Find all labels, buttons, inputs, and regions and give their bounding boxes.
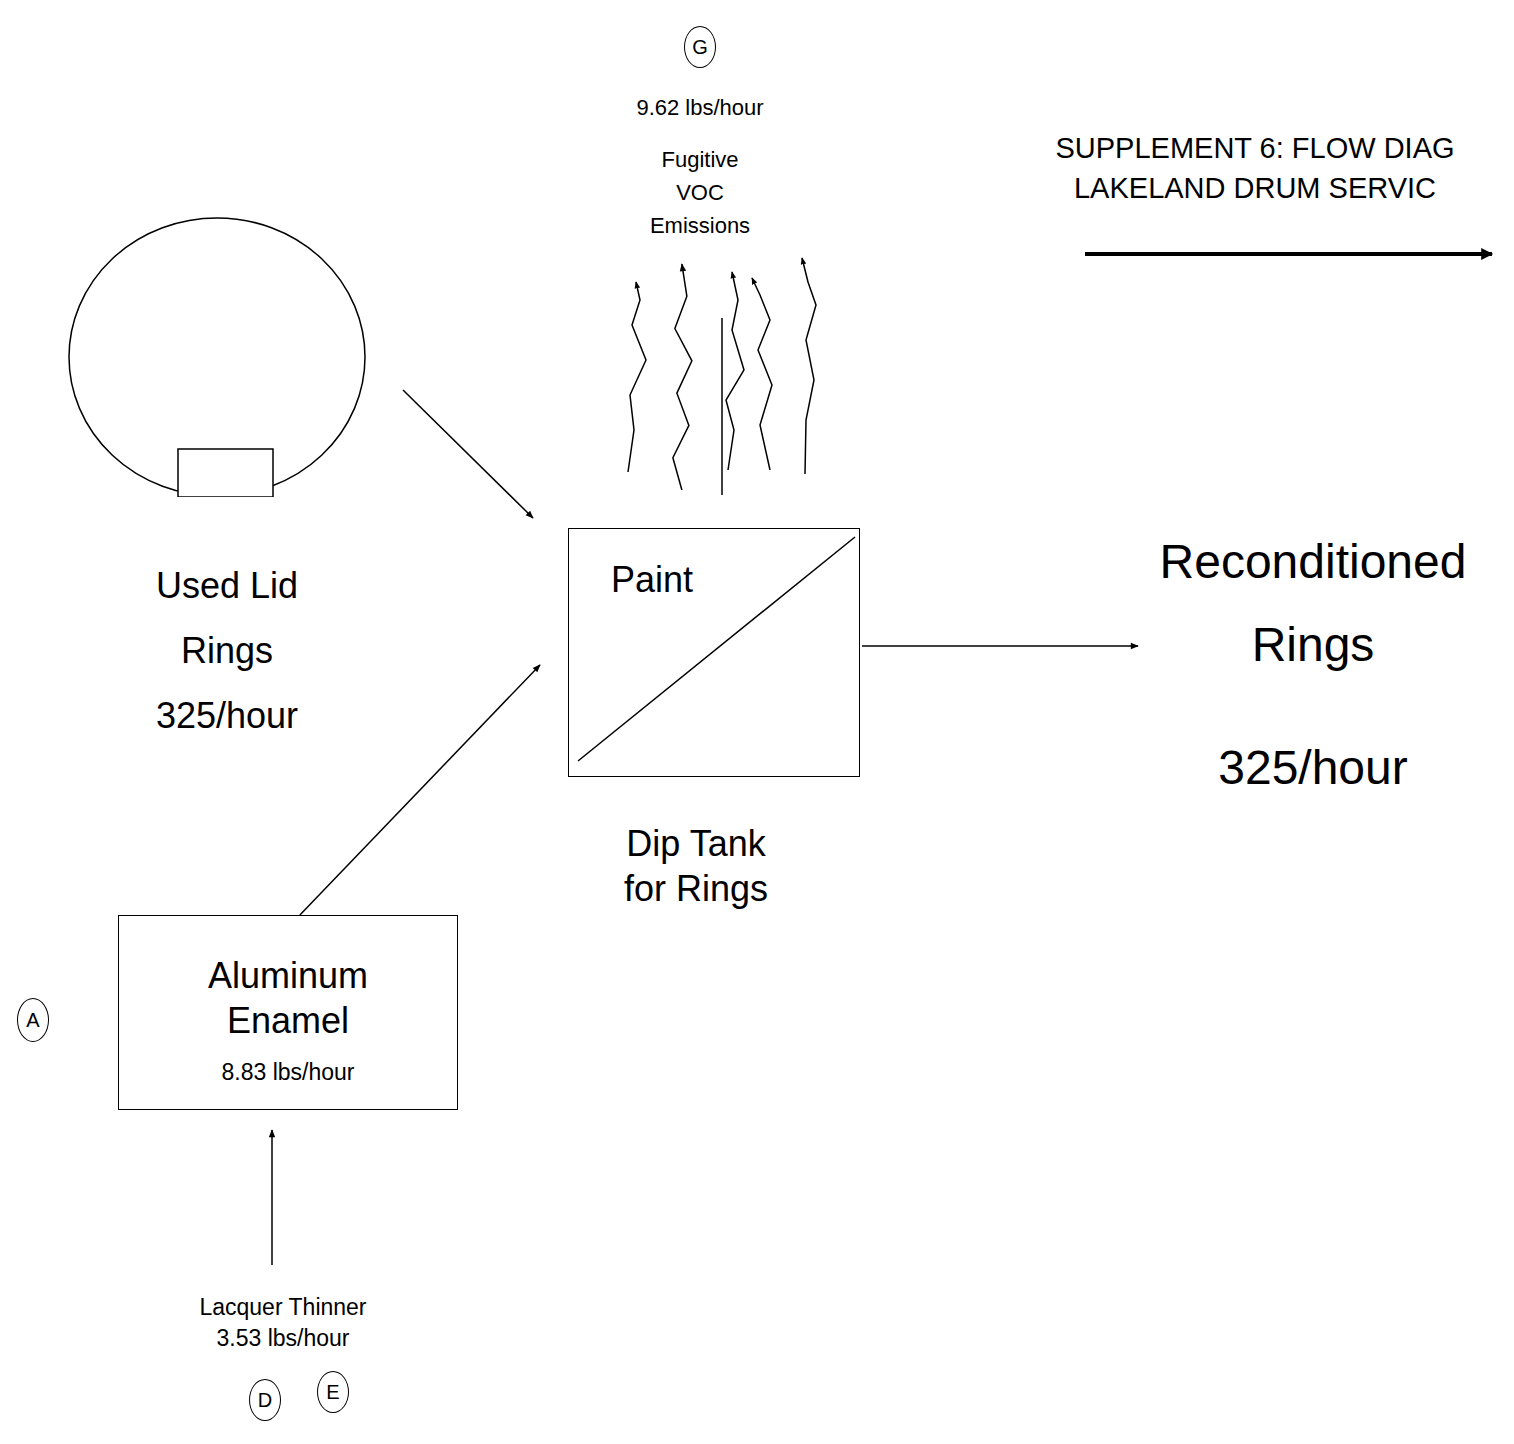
node-heading: Aluminum Enamel (188, 953, 388, 1043)
node-note: Fugitive VOC Emissions (645, 143, 755, 242)
node-heading: 9.62 lbs/hour (610, 92, 790, 124)
node-note: 8.83 lbs/hour (119, 1057, 457, 1087)
callout-letter: D (249, 1379, 281, 1421)
flow-arrow (271, 1130, 273, 1265)
diagonal-line (578, 537, 855, 761)
node-note: 325/hour (1123, 726, 1503, 809)
process-box: PaintDip Tank for Rings (568, 528, 860, 777)
vapor-line (726, 272, 744, 470)
input-label: Lacquer Thinner3.53 lbs/hour (173, 1292, 393, 1354)
vapor-line (752, 278, 772, 470)
node-note: 325/hour (127, 683, 327, 748)
vapor-line (802, 258, 816, 474)
output-label: Reconditioned Rings 325/hour (1123, 520, 1503, 809)
node-heading: Reconditioned Rings (1123, 520, 1503, 686)
flow-arrow (403, 390, 533, 518)
ring-ellipse (69, 218, 365, 496)
callout-letter: A (17, 998, 49, 1042)
flow-arrow (862, 645, 1138, 647)
ring-clamp (178, 449, 273, 497)
emission-label: 9.62 lbs/hourFugitive VOC Emissions (610, 92, 790, 242)
title-arrow (1085, 252, 1492, 256)
material-box: Aluminum Enamel 8.83 lbs/hour (118, 915, 458, 1110)
flow-arrow (300, 665, 540, 915)
callout-letter: E (317, 1371, 349, 1413)
node-heading: Paint (611, 557, 693, 602)
vapor-line (721, 318, 723, 495)
node-heading: Used Lid Rings (127, 553, 327, 683)
lid-ring-outline (68, 217, 366, 497)
node-note: Dip Tank for Rings (611, 821, 781, 911)
diagram-title: SUPPLEMENT 6: FLOW DIAG LAKELAND DRUM SE… (1005, 128, 1505, 208)
node-note: 3.53 lbs/hour (173, 1323, 393, 1354)
callout-letter: G (684, 26, 716, 68)
vapor-line (628, 282, 646, 472)
node-heading: Lacquer Thinner (173, 1292, 393, 1323)
input-circle: Used Lid Rings325/hour (68, 217, 366, 497)
emission-arrow (673, 264, 692, 490)
